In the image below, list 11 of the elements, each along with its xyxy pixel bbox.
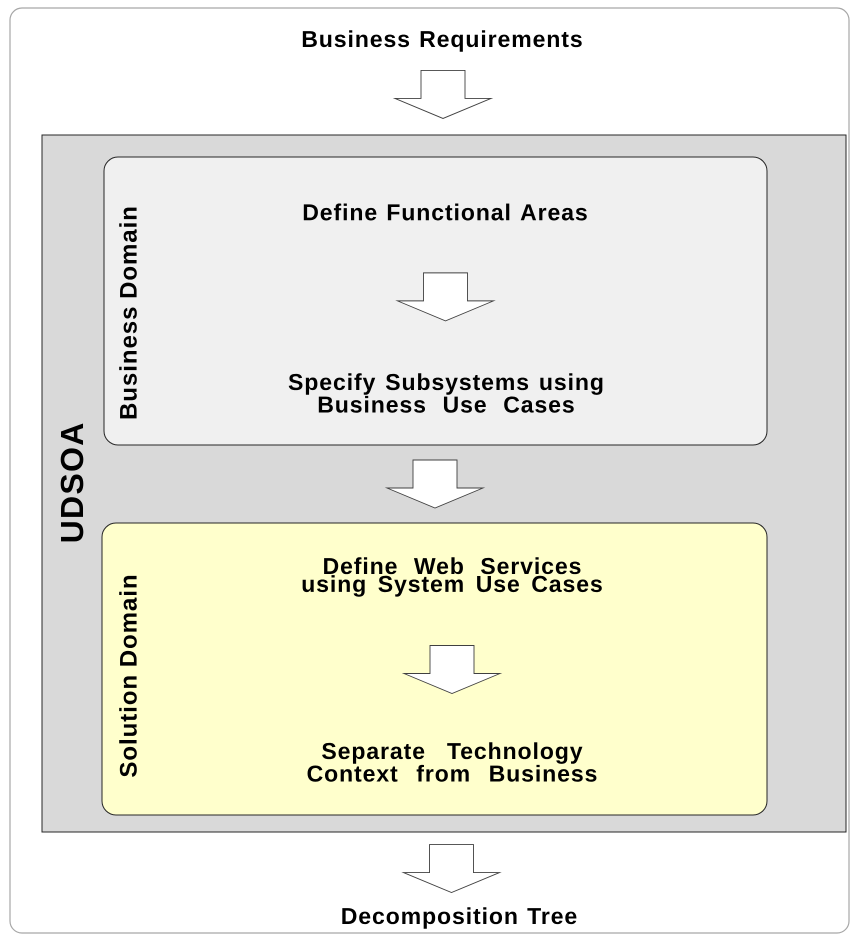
block-arrow [401,844,502,894]
block-arrow [392,70,494,119]
step-label: Define Functional Areas [304,204,587,220]
step-label: Decomposition Tree [342,907,576,929]
step-label: Business Requirements [302,30,582,52]
block-arrow [402,645,502,694]
step-label: Separate Technology Context from Business [308,742,596,782]
step-label: Define Web Services using System Use Cases [302,557,602,597]
block-arrow [395,272,496,322]
step-label: Specify Subsystems using Business Use Cases [288,373,602,413]
block-arrow [384,460,486,508]
